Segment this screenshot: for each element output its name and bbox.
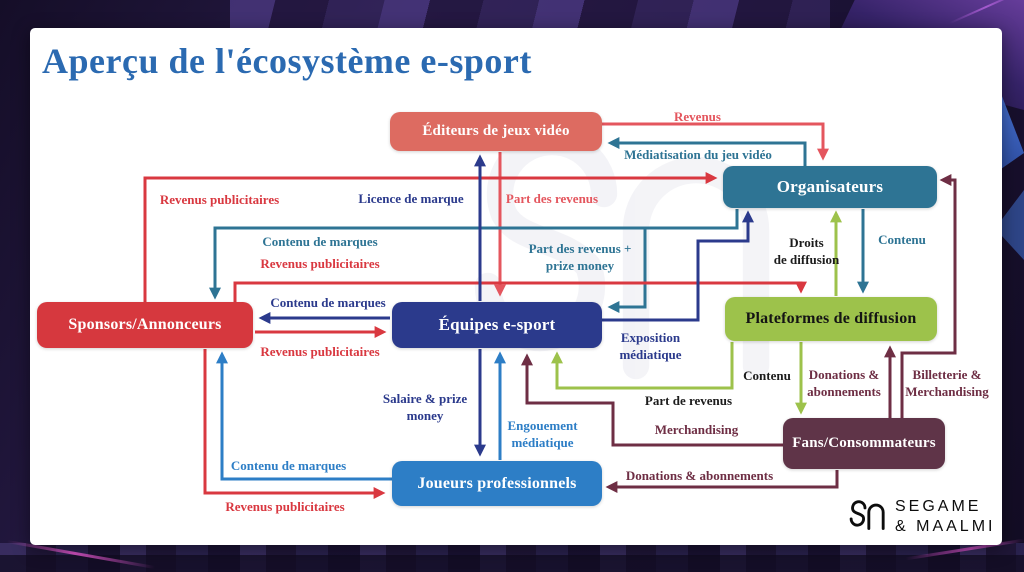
edge-label-revenus-publicitaires-2: Revenus publicitaires xyxy=(260,256,380,271)
edge-label-salaire-prize-money: Salaire & prize money xyxy=(382,391,468,423)
edge-label-part-de-revenus: Part de revenus xyxy=(644,393,733,408)
brand-name-line1: SEGAME xyxy=(895,498,982,515)
edge-label-revenus: Revenus xyxy=(674,109,721,124)
edge-label-part-des-revenus: Part des revenus xyxy=(505,191,599,206)
edge-label-exposition-mediatique: Exposition médiatique xyxy=(619,330,682,362)
edge-label-engouement-mediatique: Engouement médiatique xyxy=(507,418,578,450)
node-equipes: Équipes e-sport xyxy=(392,302,602,348)
edge-label-revenus-publicitaires-3: Revenus publicitaires xyxy=(260,344,380,359)
edge-label-contenu-de-marques-3: Contenu de marques xyxy=(230,458,347,473)
edge-label-merchandising: Merchandising xyxy=(654,422,739,437)
node-editeurs: Éditeurs de jeux vidéo xyxy=(390,112,602,151)
edge-label-contenu-2: Contenu xyxy=(743,368,791,383)
brand-logo: SEGAME & MAALMI xyxy=(843,497,995,537)
page-title: Aperçu de l'écosystème e-sport xyxy=(42,41,532,81)
background-art xyxy=(230,0,830,30)
node-plateformes: Plateformes de diffusion xyxy=(725,297,937,341)
node-joueurs: Joueurs professionnels xyxy=(392,461,602,506)
edge-label-licence-de-marque: Licence de marque xyxy=(358,191,464,206)
edge-label-contenu-de-marques-1: Contenu de marques xyxy=(262,234,378,249)
edge-label-part-revenus-prize: Part des revenus + prize money xyxy=(528,241,632,273)
node-organisateurs: Organisateurs xyxy=(723,166,937,208)
edge-label-contenu-1: Contenu xyxy=(878,232,926,247)
brand-name: SEGAME & MAALMI xyxy=(895,497,995,537)
edge-label-donations-abonnements-1: Donations & abonnements xyxy=(807,367,881,399)
edge-label-mediatisation: Médiatisation du jeu vidéo xyxy=(624,147,772,162)
node-fans: Fans/Consommateurs xyxy=(783,418,945,469)
edge-label-droits-de-diffusion: Droits de diffusion xyxy=(773,235,840,267)
edge-label-revenus-publicitaires-4: Revenus publicitaires xyxy=(225,499,345,514)
brand-name-line2: & MAALMI xyxy=(895,518,996,535)
segame-maalmi-logo-icon xyxy=(849,500,885,530)
node-sponsors: Sponsors/Annonceurs xyxy=(37,302,253,348)
edge-label-contenu-de-marques-2: Contenu de marques xyxy=(270,295,386,310)
edge-label-revenus-publicitaires-1: Revenus publicitaires xyxy=(159,192,280,207)
background-art xyxy=(0,555,1024,572)
edge-label-billetterie-merchandising: Billetterie & Merchandising xyxy=(905,367,989,399)
edge-label-donations-abonnements-2: Donations & abonnements xyxy=(625,468,774,483)
